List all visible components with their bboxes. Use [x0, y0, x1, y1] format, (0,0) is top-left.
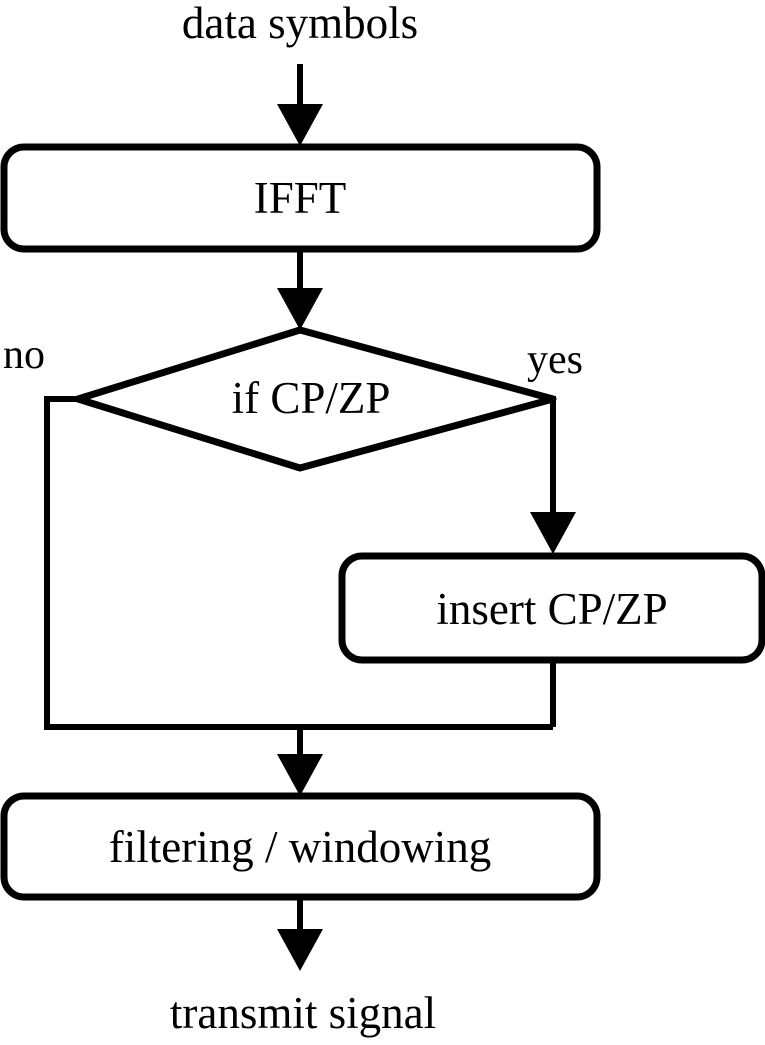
edge-merge-to-filtering — [277, 727, 323, 796]
output-terminal-label: transmit signal — [170, 988, 436, 1038]
arrowhead-down-icon — [277, 104, 323, 146]
node-decision[interactable]: if CP/ZP — [74, 326, 557, 472]
input-terminal-label: data symbols — [182, 0, 418, 48]
node-filtering-windowing[interactable]: filtering / windowing — [0, 792, 601, 901]
edge-ifft-to-decision — [277, 250, 323, 330]
node-insert-cp-zp[interactable]: insert CP/ZP — [338, 552, 765, 664]
node-insert-cp-zp-label: insert CP/ZP — [436, 584, 667, 634]
edge-label-no: no — [3, 332, 45, 378]
node-ifft[interactable]: IFFT — [0, 143, 601, 253]
arrowhead-down-icon — [530, 512, 576, 554]
arrowhead-down-icon — [277, 929, 323, 971]
arrowhead-down-icon — [277, 288, 323, 330]
edge-label-yes: yes — [527, 337, 583, 383]
edge-input-to-ifft — [277, 64, 323, 146]
node-ifft-shape[interactable] — [0, 143, 601, 253]
arrowhead-down-icon — [277, 754, 323, 796]
node-ifft-label: IFFT — [254, 173, 347, 223]
node-decision-shape[interactable] — [74, 326, 557, 472]
node-filtering-windowing-label: filtering / windowing — [109, 822, 491, 872]
edge-decision-yes-to-insert — [530, 396, 576, 554]
edge-filtering-to-output — [277, 897, 323, 971]
node-decision-label: if CP/ZP — [232, 373, 391, 423]
